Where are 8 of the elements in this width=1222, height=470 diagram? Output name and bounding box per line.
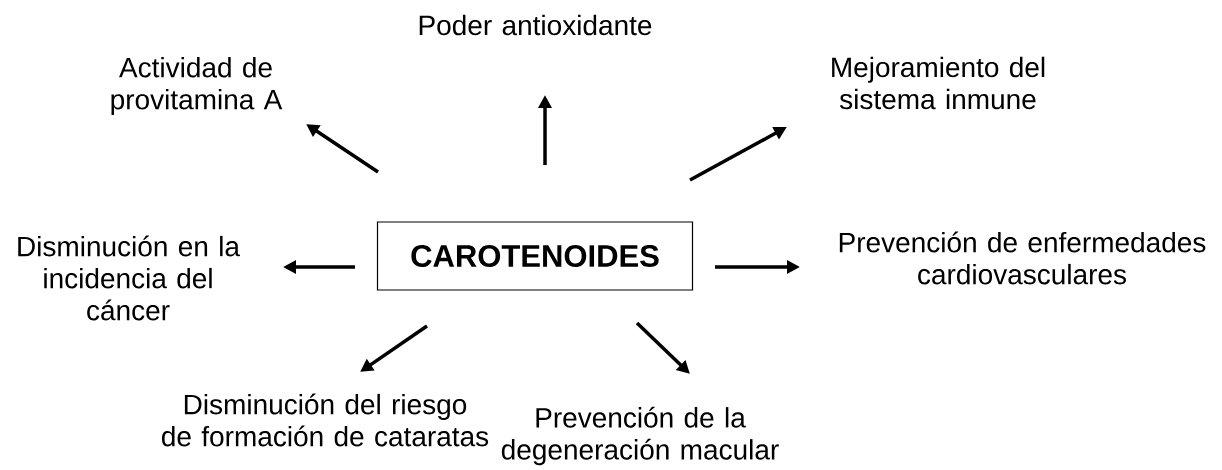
benefit-text: Mejoramiento del sistema inmune bbox=[832, 56, 1045, 110]
benefit-text: Disminución en la incidencia del cáncer bbox=[18, 235, 240, 321]
benefit-text: Poder antioxidante bbox=[419, 14, 652, 36]
title-box: CAROTENOIDES bbox=[376, 221, 694, 291]
benefit-text: Prevención de enfermedades cardiovasculares bbox=[839, 231, 1206, 285]
benefit-text: Prevención de la degeneración macular bbox=[501, 406, 779, 466]
benefit-text: Disminución del riesgo de formación de cataratas bbox=[162, 393, 489, 447]
benefit-text: Actividad de provitamina A bbox=[111, 56, 283, 116]
